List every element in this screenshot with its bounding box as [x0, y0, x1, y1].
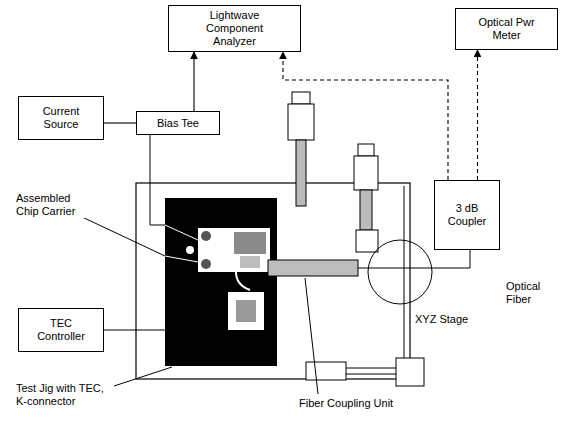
- screw: [186, 246, 194, 254]
- text-group: Optical Pwr Meter: [476, 16, 538, 42]
- optical-probe: [358, 144, 374, 156]
- chip-carrier-pattern: [234, 232, 266, 254]
- rf-probe: [292, 92, 310, 104]
- screw: [201, 231, 211, 241]
- bias-wire: [150, 135, 165, 225]
- tec-wire: [104, 330, 165, 331]
- part-label: Assembled Chip Carrier: [15, 192, 87, 218]
- box-text: 3 dB Coupler: [442, 202, 492, 228]
- optical-path-arrow: [477, 50, 478, 180]
- optical-probe: [360, 190, 372, 230]
- leader-line: [165, 256, 198, 262]
- part-label: Test Jig with TEC, K-connector: [15, 382, 113, 408]
- box-text: Current Source: [33, 105, 89, 131]
- screw: [201, 259, 211, 269]
- fiber-loop: [368, 240, 432, 304]
- stage-rod: [346, 368, 396, 369]
- text-group: Lightwave Component Analyzer: [200, 9, 270, 48]
- k-connector: [236, 300, 256, 322]
- stage-rod: [346, 374, 396, 375]
- bias-wire: [165, 225, 198, 240]
- rf-signal-arrow: [193, 52, 194, 111]
- part-label: XYZ Stage: [414, 313, 469, 326]
- leader-line: [114, 367, 172, 386]
- analyzer-box: Lightwave Component Analyzer: [168, 5, 301, 52]
- bond-wire: [236, 272, 250, 290]
- chip-carrier-pattern: [240, 256, 260, 268]
- text-group: TEC Controller: [33, 317, 89, 343]
- tec-controller-box: TEC Controller: [18, 308, 104, 352]
- bias-tee-box: Bias Tee: [136, 111, 220, 135]
- fiber-coupling-unit: [268, 260, 358, 276]
- coupler-box: 3 dB Coupler: [434, 180, 500, 250]
- rf-probe: [296, 140, 306, 206]
- stage-rod: [404, 186, 405, 358]
- bias-line: [104, 122, 136, 123]
- rf-probe: [288, 104, 314, 140]
- part-label: Optical Fiber: [505, 280, 557, 306]
- text-group: Bias Tee: [157, 117, 199, 130]
- power-meter-box: Optical Pwr Meter: [455, 8, 558, 50]
- optical-fiber: [358, 250, 470, 268]
- current-source-box: Current Source: [18, 96, 104, 140]
- part-label: Fiber Coupling Unit: [298, 397, 394, 410]
- text-group: 3 dB Coupler: [442, 202, 492, 228]
- box-text: Optical Pwr Meter: [476, 16, 538, 42]
- leader-line: [305, 278, 318, 394]
- stage-knob: [396, 358, 424, 386]
- leader-line: [80, 216, 165, 256]
- optical-probe: [354, 156, 378, 190]
- k-connector: [228, 292, 264, 330]
- test-jig: [165, 198, 277, 366]
- box-text: Bias Tee: [157, 117, 199, 130]
- text-group: Current Source: [33, 105, 89, 131]
- chip-carrier: [198, 228, 270, 272]
- stage-knob: [306, 362, 346, 380]
- box-text: TEC Controller: [33, 317, 89, 343]
- optical-probe: [356, 230, 378, 252]
- optical-path-arrow: [283, 52, 448, 180]
- box-text: Lightwave Component Analyzer: [200, 9, 270, 48]
